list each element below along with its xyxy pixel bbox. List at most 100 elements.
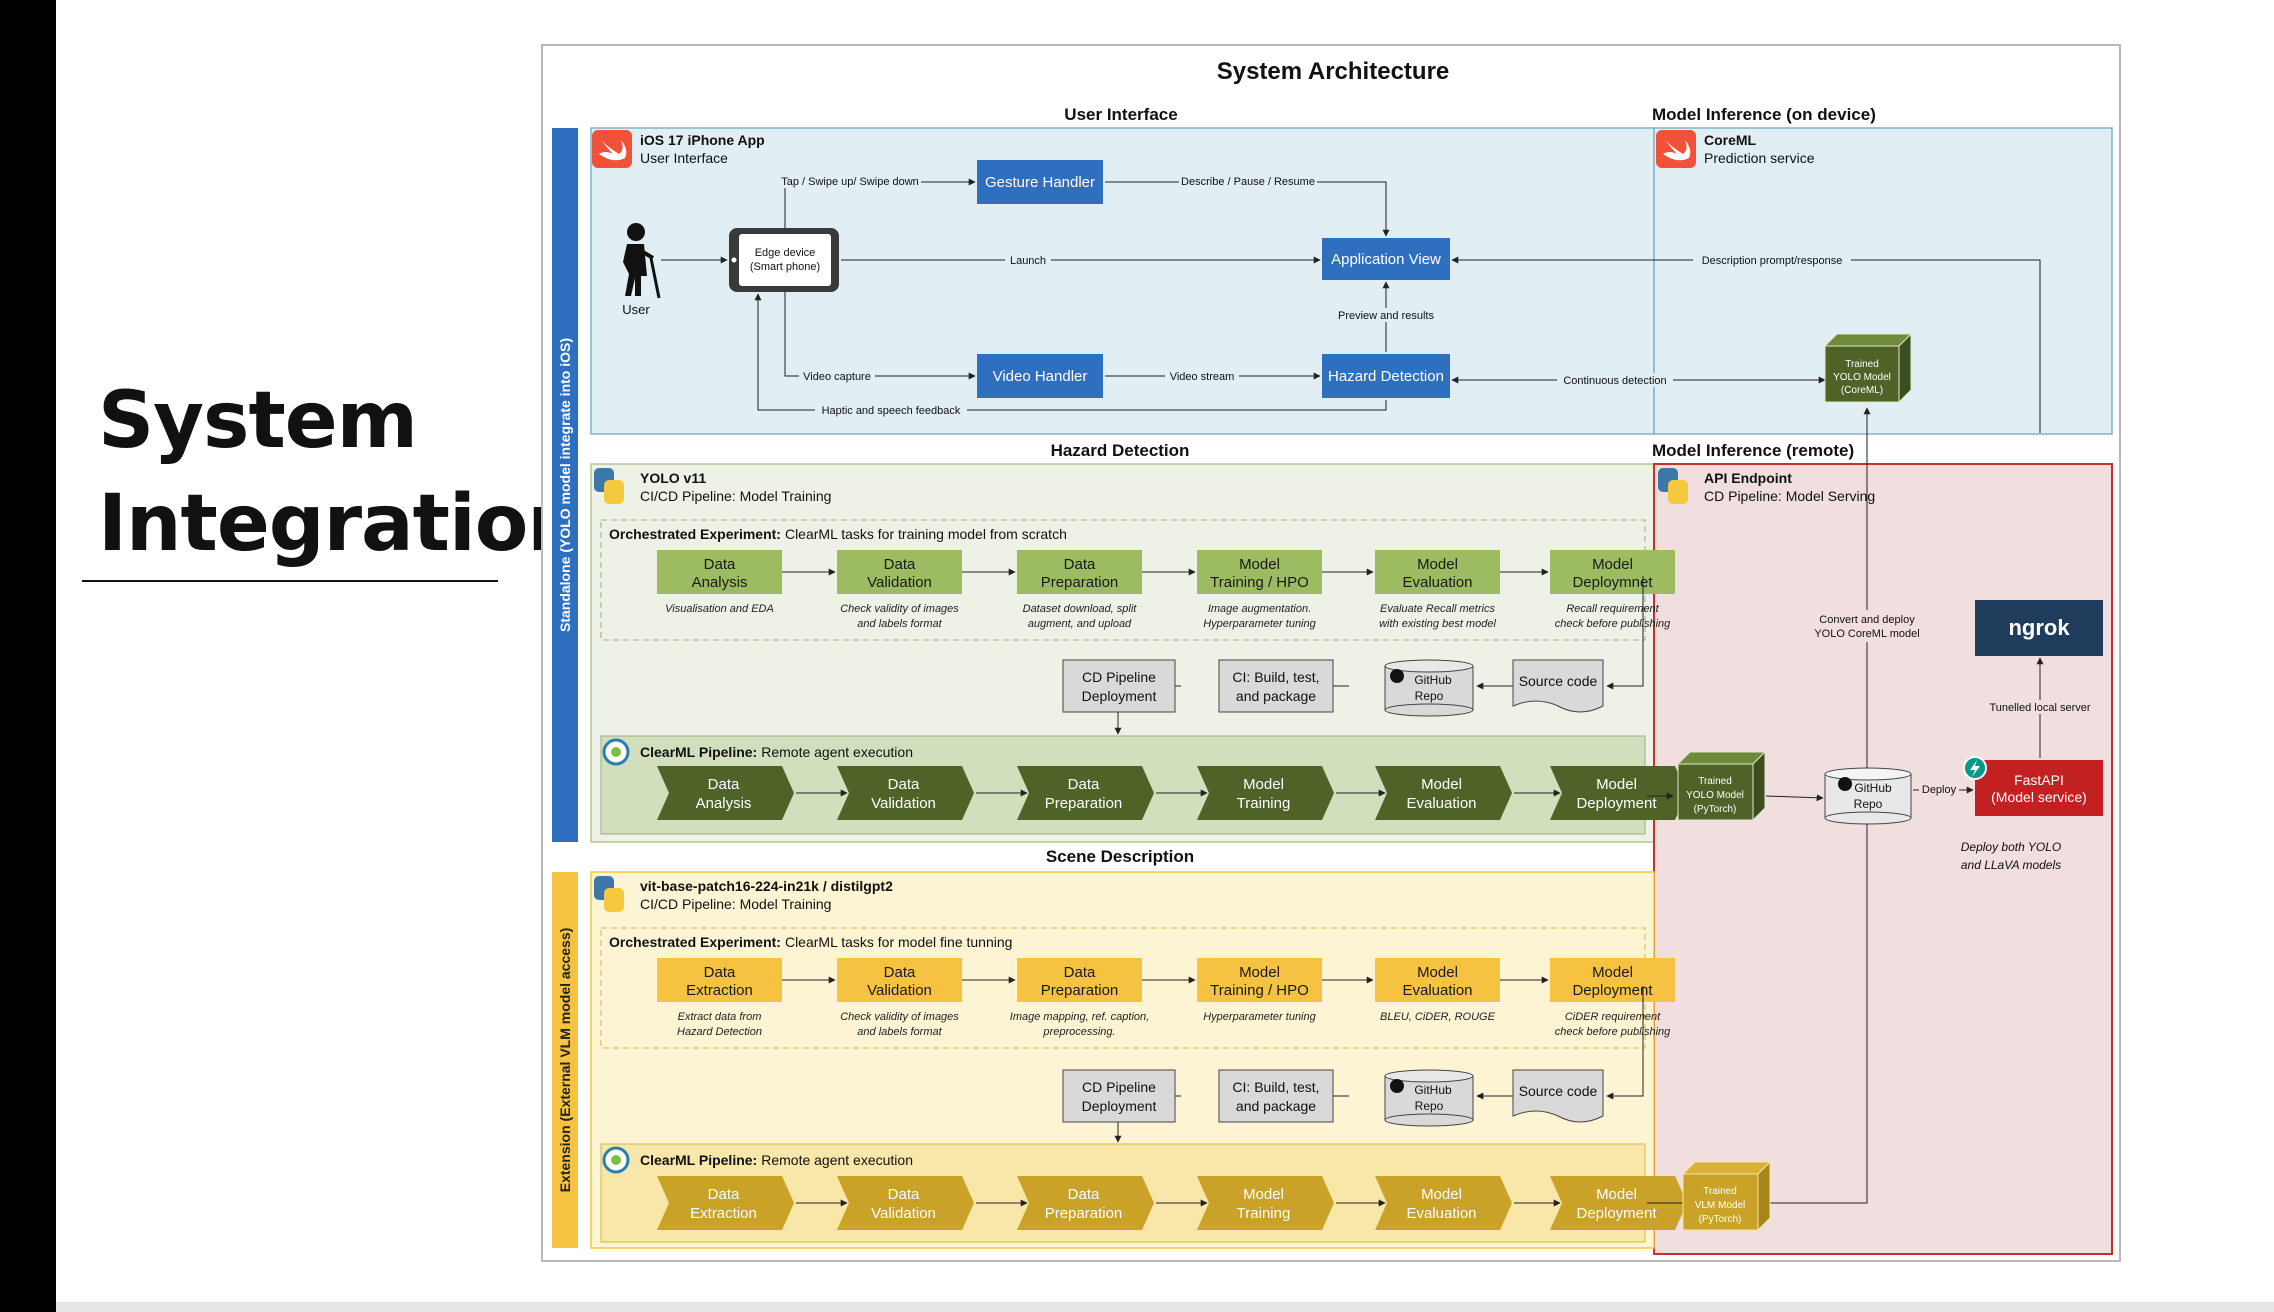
convert-label-bg	[1811, 610, 1923, 642]
scene-orchestrated-text: ClearML tasks for model fine tunning	[785, 934, 1012, 950]
pipeline-chevron	[1017, 766, 1154, 820]
hazard-model-title: YOLO v11	[640, 470, 706, 486]
hazard-clearml-pipeline: DataAnalysisDataValidationDataPreparatio…	[657, 766, 1687, 820]
pipeline-step-label: Deployment	[1576, 1205, 1657, 1222]
experiment-step-note: Check validity of images	[840, 603, 959, 615]
section-scene-description: Scene Description	[1046, 847, 1194, 866]
trained-yolo-coreml-cube	[1823, 332, 1913, 404]
trained-vlm-line-1: Trained	[1703, 1186, 1737, 1197]
hazard-source-code-doc	[1512, 659, 1604, 713]
trained-yolo-pytorch-cube	[1676, 750, 1767, 822]
application-view-box	[1322, 238, 1450, 280]
pipeline-chevron	[657, 766, 794, 820]
edge-describe-label: Describe / Pause / Resume	[1181, 176, 1315, 188]
gesture-handler-box	[977, 160, 1103, 204]
coreml-subtitle: Prediction service	[1704, 150, 1815, 166]
scene-source-code-doc	[1512, 1069, 1604, 1123]
experiment-step-note: Visualisation and EDA	[665, 603, 774, 615]
experiment-step-box	[1197, 550, 1322, 594]
remote-github-repo-cylinder	[1824, 767, 1912, 825]
experiment-step-box	[657, 550, 782, 594]
experiment-step-note: check before publishing	[1555, 1026, 1671, 1038]
hazard-cd-pipeline-box	[1062, 659, 1176, 713]
slide-title: System Integration	[98, 370, 583, 576]
hazard-model-subtitle: CI/CD Pipeline: Model Training	[640, 488, 831, 504]
experiment-step-note: augment, and upload	[1028, 618, 1132, 630]
gesture-handler-label: Gesture Handler	[985, 174, 1095, 191]
api-title: API Endpoint	[1704, 470, 1792, 486]
standalone-side-bar	[552, 128, 578, 842]
experiment-step-label: Model	[1417, 964, 1458, 981]
swift-icon	[592, 130, 632, 168]
fastapi-icon	[1963, 756, 1987, 780]
pipeline-chevron	[1197, 1176, 1334, 1230]
scene-github-repo-cylinder	[1384, 1069, 1474, 1127]
hazard-detection-box	[1322, 354, 1450, 398]
ngrok-label: ngrok	[2008, 615, 2070, 640]
pipeline-step-label: Model	[1421, 1186, 1462, 1203]
pipeline-chevron	[837, 1176, 974, 1230]
python-icon	[1658, 468, 1688, 504]
hazard-detection-label: Hazard Detection	[1328, 368, 1444, 385]
pipeline-step-label: Model	[1596, 1186, 1637, 1203]
experiment-step-label: Data	[704, 556, 736, 573]
scene-model-title: vit-base-patch16-224-in21k / distilgpt2	[640, 878, 893, 894]
tunnel-label: Tunelled local server	[1989, 702, 2090, 714]
app-title: iOS 17 iPhone App	[640, 132, 765, 148]
edge-video-capture-label: Video capture	[803, 371, 871, 383]
scene-clearml-label: ClearML Pipeline:Remote agent execution	[640, 1152, 913, 1168]
experiment-step-label: Model	[1239, 556, 1280, 573]
pipeline-step-label: Model	[1596, 776, 1637, 793]
edge-tap-label: Tap / Swipe up/ Swipe down	[781, 176, 919, 188]
convert-line-2: YOLO CoreML model	[1814, 628, 1919, 640]
diagram-title: System Architecture	[1217, 58, 1450, 85]
standalone-side-label: Standalone (YOLO model integrate into iO…	[557, 338, 573, 632]
pipeline-step-label: Model	[1421, 776, 1462, 793]
edge-launch-label: Launch	[1010, 255, 1046, 267]
deploy-note-2: and LLaVA models	[1961, 858, 2061, 872]
pipeline-step-label: Data	[1068, 1186, 1100, 1203]
experiment-step-label: Validation	[867, 574, 932, 591]
pipeline-step-label: Training	[1237, 795, 1291, 812]
pipeline-chevron	[1197, 766, 1334, 820]
scene-orchestrated-label: Orchestrated Experiment:ClearML tasks fo…	[609, 934, 1012, 950]
experiment-step-label: Data	[1064, 556, 1096, 573]
pipeline-chevron	[1017, 1176, 1154, 1230]
experiment-step-note: with existing best model	[1379, 618, 1496, 630]
hazard-ci-line-1: CI: Build, test,	[1232, 669, 1319, 685]
experiment-step-label: Analysis	[692, 574, 748, 591]
fastapi-line-2: (Model service)	[1991, 789, 2087, 805]
pipeline-step-label: Data	[708, 776, 740, 793]
pipeline-chevron	[1375, 766, 1512, 820]
experiment-step-label: Preparation	[1041, 982, 1119, 999]
hazard-clearml-label: ClearML Pipeline:Remote agent execution	[640, 744, 913, 760]
experiment-step-box	[837, 958, 962, 1002]
experiment-step-note: Image mapping, ref. caption,	[1010, 1011, 1149, 1023]
experiment-step-box	[837, 550, 962, 594]
pipeline-step-label: Data	[1068, 776, 1100, 793]
edge-continuous-label: Continuous detection	[1563, 375, 1666, 387]
trained-coreml-line-3: (CoreML)	[1841, 385, 1883, 396]
pipeline-chevron	[1550, 766, 1687, 820]
remote-repo-line-1: GitHub	[1854, 781, 1892, 795]
experiment-step-note: Hazard Detection	[677, 1026, 762, 1038]
experiment-step-label: Data	[884, 964, 916, 981]
extension-side-bar	[552, 872, 578, 1248]
trained-vlm-line-3: (PyTorch)	[1699, 1214, 1742, 1225]
pipeline-step-label: Training	[1237, 1205, 1291, 1222]
experiment-step-label: Validation	[867, 982, 932, 999]
experiment-step-note: preprocessing.	[1042, 1026, 1115, 1038]
slide-left-bar	[0, 0, 56, 1312]
hazard-repo-line-1: GitHub	[1414, 673, 1452, 687]
system-architecture-diagram: System Architecture User Interface Model…	[541, 44, 2121, 1262]
experiment-step-box	[1550, 550, 1675, 594]
edge-device-label-1: Edge device	[755, 247, 816, 259]
trained-coreml-line-2: YOLO Model	[1833, 372, 1891, 383]
hazard-orchestrated-label: Orchestrated Experiment:ClearML tasks fo…	[609, 526, 1067, 542]
pipeline-step-label: Evaluation	[1406, 1205, 1476, 1222]
scene-ci-line-2: and package	[1236, 1098, 1316, 1114]
scene-model-subtitle: CI/CD Pipeline: Model Training	[640, 896, 831, 912]
trained-pytorch-line-3: (PyTorch)	[1694, 804, 1737, 815]
slide-title-line-1: System	[98, 376, 418, 466]
pipeline-step-label: Data	[708, 1186, 740, 1203]
